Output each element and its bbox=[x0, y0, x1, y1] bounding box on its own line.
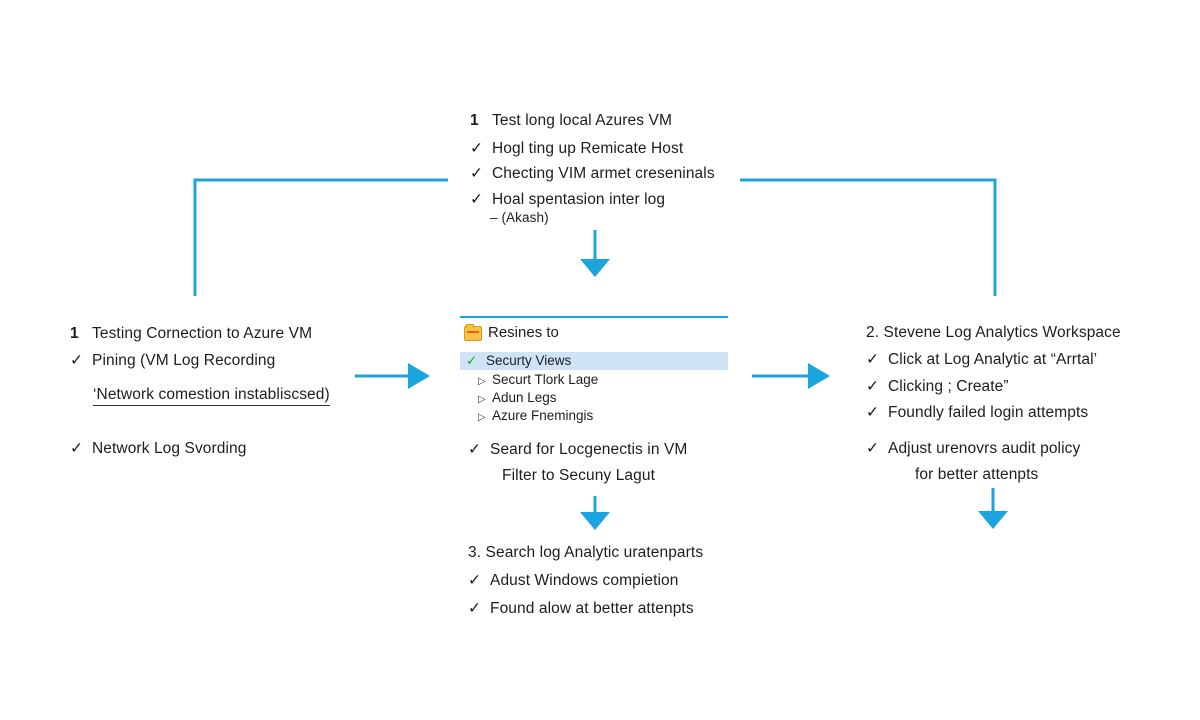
top-step-item: ✓Checting VIM armet creseninals bbox=[470, 165, 715, 182]
center-step-box: ✓Seard for Locgenectis in VM Filter to S… bbox=[460, 434, 740, 494]
arrow-down-icon bbox=[580, 512, 610, 530]
center-window: Resines to ✓Securty Views ▷Securt Tlork … bbox=[460, 316, 728, 426]
check-icon: ✓ bbox=[866, 440, 880, 457]
arrow-down-icon bbox=[978, 511, 1008, 529]
right-step-item: ✓Foundly failed login attempts bbox=[866, 404, 1089, 421]
top-step-item: ✓Hoal spentasion inter log bbox=[470, 191, 666, 208]
step-number: 1 bbox=[70, 325, 79, 342]
left-step-item: ✓Pining (VM Log Recording bbox=[70, 352, 276, 369]
top-step-item: ✓Hogl ting up Remicate Host bbox=[470, 140, 684, 157]
right-step-box: 2. Stevene Log Analytics Workspace ✓Clic… bbox=[852, 300, 1142, 486]
triangle-right-icon: ▷ bbox=[478, 412, 486, 423]
right-step-item: ✓Clicking ; Create” bbox=[866, 378, 1009, 395]
bottom-step-title: 3. Search log Analytic uratenparts bbox=[468, 544, 704, 561]
tree-item[interactable]: ▷Azure Fnemingis bbox=[478, 407, 593, 426]
check-icon: ✓ bbox=[70, 440, 84, 457]
top-step-note: – (Akash) bbox=[490, 210, 549, 225]
right-step-item: ✓Adjust urenovrs audit policy bbox=[866, 440, 1081, 457]
tree-item[interactable]: ▷Securt Tlork Lage bbox=[478, 371, 598, 390]
left-step-item: ✓Network Log Svording bbox=[70, 440, 247, 457]
center-step-item: ✓Seard for Locgenectis in VM bbox=[468, 441, 688, 458]
arrow-right-icon bbox=[808, 363, 830, 389]
triangle-right-icon: ▷ bbox=[478, 376, 486, 387]
check-icon: ✓ bbox=[468, 572, 482, 589]
check-icon: ✓ bbox=[468, 441, 482, 458]
check-icon: ✓ bbox=[866, 404, 880, 421]
arrow-down-icon bbox=[580, 259, 610, 277]
window-header: Resines to bbox=[460, 316, 728, 348]
check-icon: ✓ bbox=[866, 378, 880, 395]
right-step-sub: for better attenpts bbox=[915, 466, 1039, 483]
tree-item[interactable]: ▷Adun Legs bbox=[478, 389, 557, 408]
check-icon: ✓ bbox=[470, 140, 484, 157]
bottom-step-box: 3. Search log Analytic uratenparts ✓Adus… bbox=[460, 536, 750, 626]
check-icon: ✓ bbox=[70, 352, 84, 369]
left-step-quote: ‘Network comestion instabliscsed) bbox=[93, 385, 330, 406]
connector-top-left bbox=[193, 178, 448, 296]
check-icon: ✓ bbox=[470, 191, 484, 208]
check-icon: ✓ bbox=[866, 351, 880, 368]
window-title: Resines to bbox=[488, 324, 559, 341]
tree-item-selected[interactable]: ✓Securty Views bbox=[460, 352, 728, 370]
right-step-item: ✓Click at Log Analytic at “Arrtal’ bbox=[866, 351, 1098, 368]
bottom-step-item: ✓Found alow at better attenpts bbox=[468, 600, 694, 617]
right-step-title: 2. Stevene Log Analytics Workspace bbox=[866, 324, 1121, 341]
bottom-step-item: ✓Adust Windows compietion bbox=[468, 572, 679, 589]
triangle-right-icon: ▷ bbox=[478, 394, 486, 405]
connector-top-right bbox=[740, 178, 997, 296]
step-number: 1 bbox=[470, 112, 479, 129]
arrow-right-icon bbox=[408, 363, 430, 389]
check-icon: ✓ bbox=[466, 353, 478, 368]
center-step-sub: Filter to Secuny Lagut bbox=[502, 467, 655, 484]
check-icon: ✓ bbox=[468, 600, 482, 617]
check-icon: ✓ bbox=[470, 165, 484, 182]
folder-icon bbox=[464, 324, 482, 341]
